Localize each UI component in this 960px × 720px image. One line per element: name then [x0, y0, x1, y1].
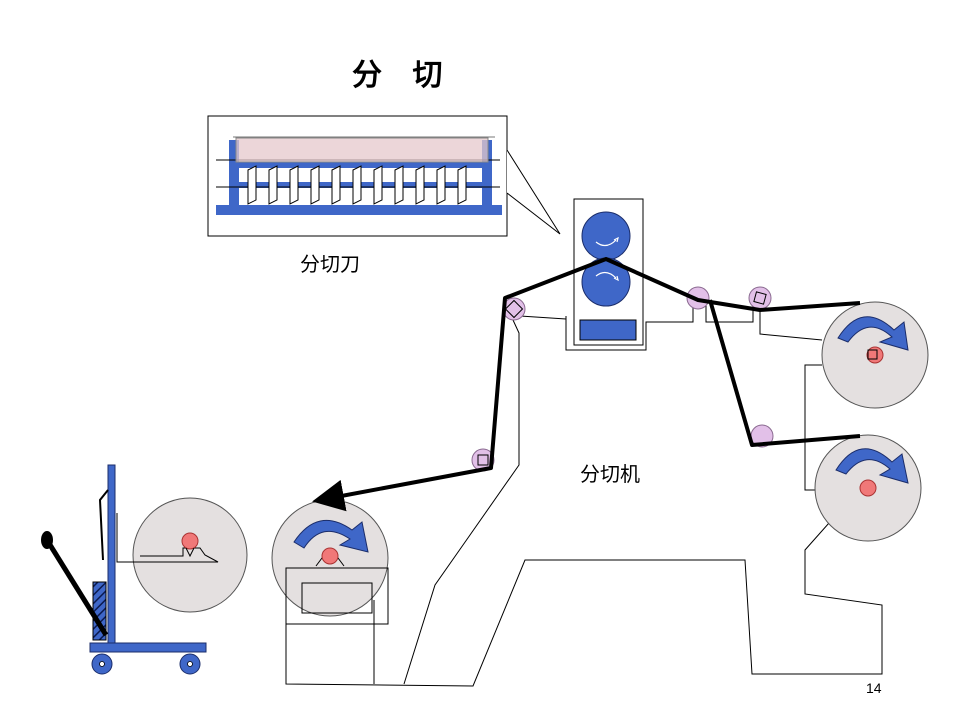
machine-frame: [285, 302, 883, 687]
roll-core: [866, 346, 884, 364]
knife-assembly: [216, 136, 502, 215]
unwind-roll: [271, 499, 389, 625]
slide-title: 分 切: [352, 58, 453, 93]
roll-core: [321, 547, 339, 565]
page-number: 14: [866, 680, 882, 696]
machine-label: 分切机: [580, 462, 640, 486]
lower-rewind-roll: [814, 434, 922, 542]
guide-roller: [748, 286, 772, 310]
rotation-arrow-icon: [293, 520, 369, 553]
roll-core: [859, 479, 877, 497]
knife-blades: [247, 165, 467, 205]
roll-lift-cart: [41, 464, 248, 675]
upper-rewind-roll: [821, 301, 929, 409]
rotation-arrow-icon: [595, 271, 617, 279]
roll-core: [181, 532, 199, 550]
upper-roll: [581, 211, 631, 261]
rotation-arrow-icon: [837, 316, 909, 351]
handle-knob-icon: [41, 531, 53, 549]
rotation-arrow-icon: [835, 448, 909, 484]
web-path: [312, 257, 861, 512]
rotation-arrow-icon: [595, 239, 617, 247]
knife-label: 分切刀: [300, 252, 360, 276]
slitter-knife-inset: [207, 115, 561, 237]
